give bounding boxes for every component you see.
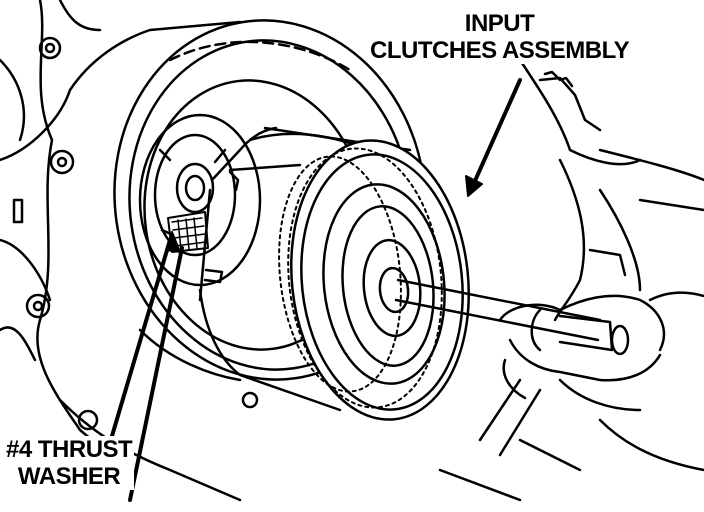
hand — [478, 291, 704, 457]
thrust-washer-label-line2: WASHER — [17, 463, 121, 490]
input-clutches-arrowhead — [465, 175, 483, 197]
thrust-washer-leader — [110, 238, 172, 438]
callout-leaders — [110, 78, 522, 502]
bolt-boss — [77, 409, 99, 431]
case-bolt-bosses — [12, 36, 259, 431]
input-clutches-assembly-label: INPUT CLUTCHES ASSEMBLY — [368, 10, 632, 64]
input-clutches-drum — [198, 126, 470, 421]
thrust-washer-label-line1: #4 THRUST — [6, 436, 133, 463]
inner-hub — [138, 113, 262, 287]
input-clutches-label-line1: INPUT — [464, 10, 535, 37]
thrust-washer-label: #4 THRUST WASHER — [4, 436, 135, 490]
thrust-washer-arrowhead — [165, 231, 181, 253]
drum-spline-teeth — [278, 147, 443, 409]
bolt-boss — [241, 391, 259, 409]
input-clutches-label-line2: CLUTCHES ASSEMBLY — [370, 37, 630, 64]
thrust-washer-leader-2 — [128, 246, 184, 502]
bolt-boss — [32, 300, 44, 312]
bolt-boss — [38, 36, 62, 60]
bolt-boss — [56, 156, 68, 168]
input-shaft — [394, 278, 630, 356]
right-case — [438, 58, 704, 502]
bolt-boss — [44, 42, 56, 54]
bolt-boss — [49, 149, 75, 175]
thrust-washer-part — [167, 211, 209, 253]
bolt-boss — [25, 293, 51, 319]
input-clutches-leader — [468, 78, 522, 194]
